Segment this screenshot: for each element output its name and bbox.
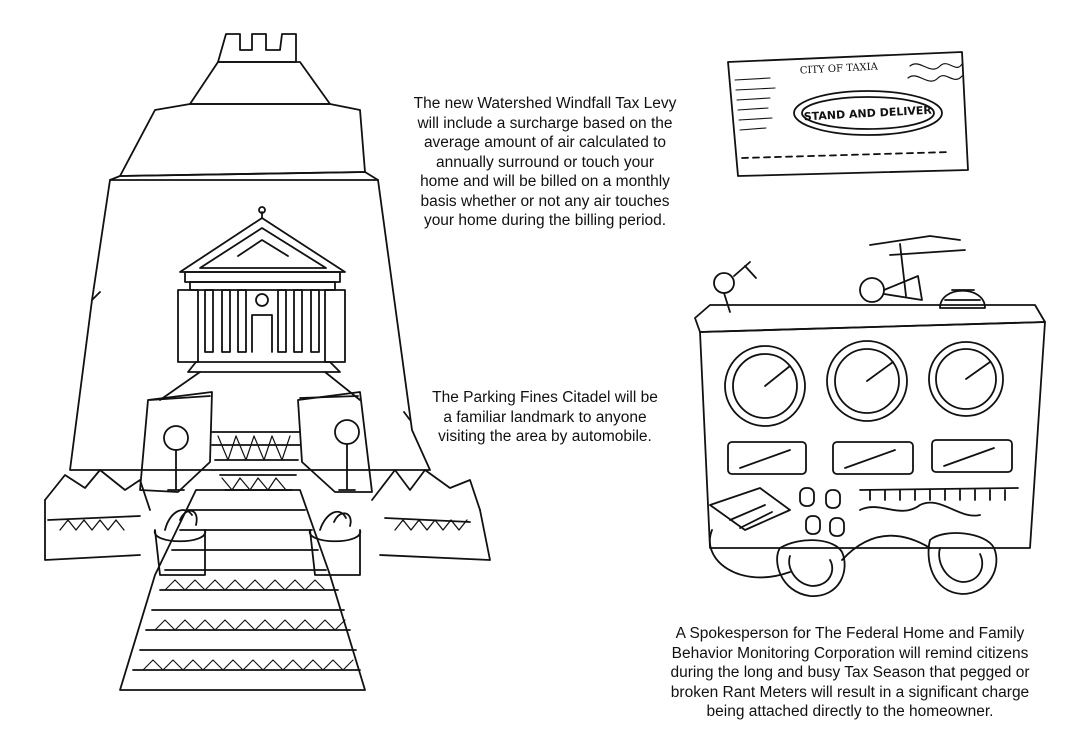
toggle-switches [800, 488, 844, 536]
stand-and-deliver-postmark [794, 91, 942, 135]
antenna [870, 236, 965, 296]
citadel-main-wall [70, 172, 430, 470]
left-planter [155, 530, 206, 575]
right-planter [310, 530, 361, 575]
left-lamp-globe [164, 426, 188, 450]
city-of-taxia-stamp: CITY OF TAXIA [800, 61, 879, 76]
grand-staircase [120, 490, 365, 690]
scale-bar [860, 488, 1018, 490]
plug-connector [710, 488, 790, 530]
cabinet-body [700, 322, 1045, 548]
watershed-levy-caption: The new Watershed Windfall Tax Levy will… [413, 95, 677, 229]
rant-meters-caption: A Spokesperson for The Federal Home and … [670, 625, 1030, 720]
dome-light [940, 291, 985, 308]
left-gate-tower [140, 392, 212, 492]
right-lamp-globe [335, 420, 359, 444]
left-shackle [777, 540, 845, 596]
outer-wall [45, 470, 480, 510]
tax-envelope-illustration: CITY OF TAXIA STAND AND DELIVER [720, 50, 970, 180]
citadel-turret [218, 34, 296, 62]
big-gauges [725, 341, 1003, 426]
rant-meter-machine-illustration [685, 225, 1050, 605]
citadel-upper-tier [190, 62, 330, 104]
parking-fines-citadel-illustration [40, 28, 500, 693]
right-gate-tower [298, 392, 372, 492]
cabinet-top [695, 305, 1045, 332]
citadel-middle-tier [120, 104, 365, 176]
small-meters [728, 440, 1012, 474]
parking-citadel-caption: The Parking Fines Citadel will be a fami… [432, 389, 658, 445]
temple-columns [205, 290, 319, 352]
envelope-outline [728, 52, 968, 176]
postmark-text: STAND AND DELIVER [803, 104, 932, 124]
right-shackle [929, 533, 997, 594]
